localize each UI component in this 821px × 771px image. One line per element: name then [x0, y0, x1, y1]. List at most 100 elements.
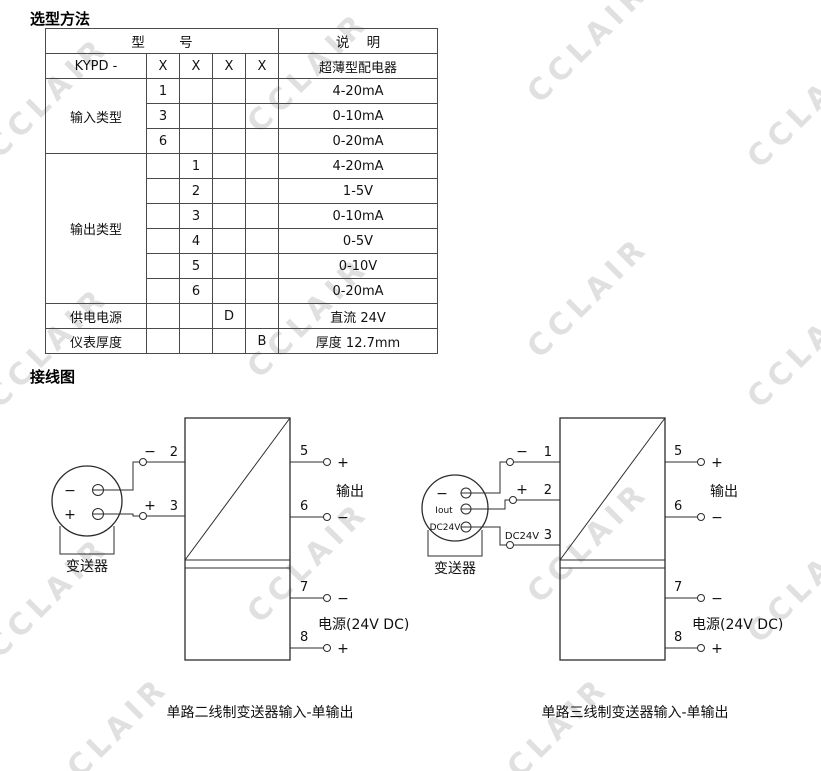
terminal-dot [323, 513, 331, 521]
output-code-cell: 3 [179, 203, 213, 229]
input-type-label-cell: 输入类型 [45, 78, 147, 154]
power-code-cell: D [212, 303, 246, 329]
input-wire [471, 526, 560, 546]
model-x-cell: X [179, 53, 213, 79]
output-type-row: 6 0-20mA [46, 278, 438, 304]
terminal-number: 1 [544, 445, 552, 460]
output-label: 输出 [710, 484, 738, 500]
input-code-cell: 6 [146, 128, 180, 154]
terminal-sign: + [516, 482, 528, 498]
empty-cell [179, 303, 213, 329]
input-code-cell: 1 [146, 78, 180, 104]
model-x-cell: X [245, 53, 279, 79]
terminal-sign: − [337, 510, 349, 526]
watermark-text: CCLAIR [740, 279, 821, 416]
terminal-dot [323, 644, 331, 652]
terminal-number: 2 [544, 483, 552, 498]
input-wire [103, 513, 185, 517]
empty-cell [146, 178, 180, 204]
empty-cell [245, 178, 279, 204]
input-type-row: 输入类型 1 4-20mA [45, 78, 438, 154]
transmitter-pin-label: Iout [435, 506, 453, 516]
model-row: KYPD - X X X X 超薄型配电器 [45, 53, 438, 79]
model-selection-table: 型 号 说 明 KYPD - X X X X 超薄型配电器 输入类型 1 4-2… [45, 28, 438, 354]
input-type-row: 3 0-10mA [46, 103, 438, 129]
empty-cell [245, 278, 279, 304]
module-body [184, 417, 291, 661]
terminal-number: 8 [300, 630, 308, 645]
empty-cell [146, 253, 180, 279]
output-code-cell: 1 [179, 153, 213, 179]
selection-method-title: 选型方法 [30, 10, 91, 28]
watermark-text: CCLAIR [520, 0, 657, 111]
empty-cell [212, 278, 246, 304]
transmitter-label: 变送器 [66, 559, 108, 575]
empty-cell [245, 153, 279, 179]
input-desc-cell: 0-10mA [278, 103, 438, 129]
empty-cell [245, 103, 279, 129]
output-type-row: 3 0-10mA [46, 203, 438, 229]
empty-cell [212, 178, 246, 204]
output-type-row: 4 0-5V [46, 228, 438, 254]
terminal-dot [697, 644, 705, 652]
empty-cell [179, 328, 213, 354]
thickness-desc-cell: 厚度 12.7mm [278, 328, 438, 354]
diagram-caption-two-wire: 单路二线制变送器输入-单输出 [166, 705, 354, 721]
output-desc-cell: 0-5V [278, 228, 438, 254]
model-prefix-cell: KYPD - [45, 53, 147, 79]
terminal-number: 6 [674, 499, 682, 514]
terminal-dot [697, 513, 705, 521]
table-header-row: 型 号 说 明 [45, 28, 438, 54]
terminal-number: 5 [674, 444, 682, 459]
terminal-number: 8 [674, 630, 682, 645]
empty-cell [212, 203, 246, 229]
wiring-diagram-two-wire: − + 变送器 − 2 + 3 5 + 6 − 输出 7 − 8 + 电源(24… [51, 417, 409, 661]
power-supply-row: 供电电源 D 直流 24V [45, 303, 438, 329]
input-code-cell: 3 [146, 103, 180, 129]
watermark-text: CCLAIR [520, 229, 657, 366]
terminal-number: 2 [170, 445, 178, 460]
empty-cell [179, 128, 213, 154]
terminal-dot [323, 458, 331, 466]
empty-cell [212, 153, 246, 179]
header-desc-cell: 说 明 [278, 28, 438, 54]
output-desc-cell: 1-5V [278, 178, 438, 204]
empty-cell [179, 78, 213, 104]
terminal-dot [697, 458, 705, 466]
input-desc-cell: 4-20mA [278, 78, 438, 104]
input-desc-cell: 0-20mA [278, 128, 438, 154]
terminal-sign: − [516, 444, 528, 460]
module-body [559, 417, 666, 661]
empty-cell [245, 253, 279, 279]
empty-cell [179, 103, 213, 129]
output-type-label-cell: 输出类型 [45, 153, 147, 304]
terminal-sign: + [711, 641, 723, 657]
empty-cell [212, 103, 246, 129]
power-label-cell: 供电电源 [45, 303, 147, 329]
terminal-sign: + [337, 641, 349, 657]
empty-cell [212, 78, 246, 104]
empty-cell [146, 278, 180, 304]
terminal-sign: − [711, 510, 723, 526]
terminal-sign: + [337, 455, 349, 471]
model-desc-cell: 超薄型配电器 [278, 53, 438, 79]
terminal-sign: + [711, 455, 723, 471]
terminal-number: 6 [300, 499, 308, 514]
output-code-cell: 4 [179, 228, 213, 254]
terminal-sign: − [337, 591, 349, 607]
wire-junction-dot [506, 541, 514, 549]
input-wire [471, 461, 560, 494]
output-type-row: 2 1-5V [46, 178, 438, 204]
power-label: 电源(24V DC) [318, 617, 409, 633]
empty-cell [146, 228, 180, 254]
empty-cell [245, 78, 279, 104]
wire-junction-dot [139, 458, 147, 466]
output-type-row: 输出类型 1 4-20mA [45, 153, 438, 304]
empty-cell [146, 203, 180, 229]
wire-junction-dot [139, 512, 147, 520]
transmitter-circle [51, 465, 123, 537]
wiring-diagram-three-wire: − Iout DC24V 变送器 − 1 + 2 DC24V 3 5 + 6 −… [421, 417, 783, 661]
input-wire [103, 461, 185, 491]
terminal-sign: − [711, 591, 723, 607]
